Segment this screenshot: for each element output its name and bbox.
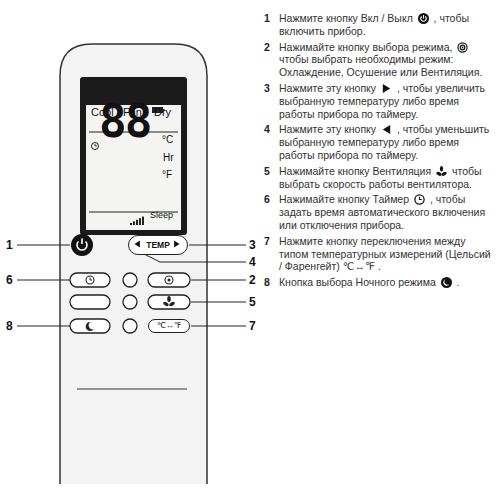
list-number: 6: [264, 193, 270, 206]
callout-number: 4: [249, 255, 256, 269]
button-label: TEMP: [146, 241, 170, 250]
mode-icon: [168, 279, 171, 282]
signal-bars: [133, 221, 135, 225]
power-icon: [418, 13, 429, 24]
instruction-part: .: [378, 260, 381, 272]
instruction-part: чтобы выбрать необходимы режим: Охлажден…: [279, 53, 482, 78]
lcd-label: Hr: [163, 153, 174, 163]
signal-bars: [142, 217, 144, 225]
fan-icon: [163, 296, 176, 307]
list-number: 4: [264, 123, 270, 136]
instruction-part: Кнопка выбора Ночного режима: [279, 276, 436, 288]
list-number: 7: [264, 235, 270, 248]
left-arrow: [134, 240, 139, 247]
list-number: 8: [264, 276, 270, 289]
instruction-text: Нажмите эту кнопку , чтобы уменьшить выб…: [279, 123, 495, 161]
list-number: 2: [264, 41, 270, 54]
instruction-text: Кнопка выбора Ночного режима .: [279, 276, 495, 289]
instruction-text: Нажмите кнопку переключения между типом …: [279, 235, 495, 273]
mode-icon: [165, 276, 173, 284]
lcd-label: °C: [162, 135, 173, 145]
lcd-screen: CoolFanDry88°CHr°FSleep: [86, 105, 181, 230]
instruction-text: Нажмите эту кнопку , чтобы увеличить выб…: [279, 82, 495, 120]
lcd-digits: 88: [99, 98, 150, 144]
callout-number: 3: [249, 238, 256, 252]
instruction-text: Нажимайте кнопку Таймер , чтобы задать в…: [279, 193, 495, 231]
signal-bars: [139, 218, 141, 225]
lcd-frame: [80, 77, 187, 235]
clock-icon: [95, 144, 97, 146]
instruction-text: Нажимайте кнопку выбора режима, чтобы вы…: [279, 41, 495, 79]
instruction-part: Нажмите кнопку переключения между типом …: [279, 235, 491, 273]
instruction-text: Нажимайте кнопку Вентиляция чтобы выбрат…: [279, 165, 495, 191]
timer-icon: [414, 194, 425, 205]
right-arrow: [174, 240, 179, 247]
instruction-part: Нажмите эту кнопку: [279, 82, 376, 94]
lcd-label: Sleep: [150, 211, 173, 220]
signal-bars: [130, 223, 132, 225]
lcd-label: °F: [162, 170, 172, 180]
list-number: 3: [264, 82, 270, 95]
list-number: 1: [264, 12, 270, 25]
callout-number: 5: [249, 295, 256, 309]
signal-bars: [136, 220, 138, 225]
power-symbol: [81, 239, 83, 245]
right-icon: [381, 83, 392, 94]
instruction-part: ℃↔℉: [343, 260, 375, 272]
clock-icon: [92, 143, 99, 150]
callout-number: 6: [6, 273, 13, 287]
instruction-part: Нажмите кнопку Вкл / Выкл: [279, 12, 413, 24]
callout-number: 2: [249, 273, 256, 287]
power-button: [71, 234, 93, 256]
mode-icon: [457, 42, 468, 53]
instruction-part: Нажмите эту кнопку: [279, 123, 376, 135]
callout-number: 8: [6, 319, 13, 333]
instruction-part: Нажимайте кнопку выбора режима,: [279, 41, 452, 53]
divider-line: [77, 388, 187, 389]
leader-lines: [17, 245, 246, 326]
buttons: [70, 273, 190, 333]
remote-body: [60, 44, 207, 484]
callout-number: 1: [6, 238, 13, 252]
instruction-part: Нажимайте кнопку Вентиляция: [279, 165, 431, 177]
unit-button: ℃↔℉: [148, 319, 190, 333]
timer-icon: [86, 276, 94, 284]
instruction-text: Нажмите кнопку Вкл / Выкл , чтобы включи…: [279, 12, 495, 38]
left-icon: [381, 124, 392, 135]
callout-number: 7: [249, 319, 256, 333]
button-label: ℃↔℉: [157, 322, 182, 330]
temp-button: TEMP: [128, 235, 188, 255]
timer-icon: [90, 278, 92, 281]
fan-icon: [436, 166, 447, 177]
instruction-part: .: [457, 276, 460, 288]
lcd-label: Dry: [154, 107, 171, 118]
instruction-part: Нажимайте кнопку Таймер: [279, 193, 409, 205]
moon-icon: [441, 277, 452, 288]
moon-icon: [86, 322, 94, 331]
list-number: 5: [264, 165, 270, 178]
